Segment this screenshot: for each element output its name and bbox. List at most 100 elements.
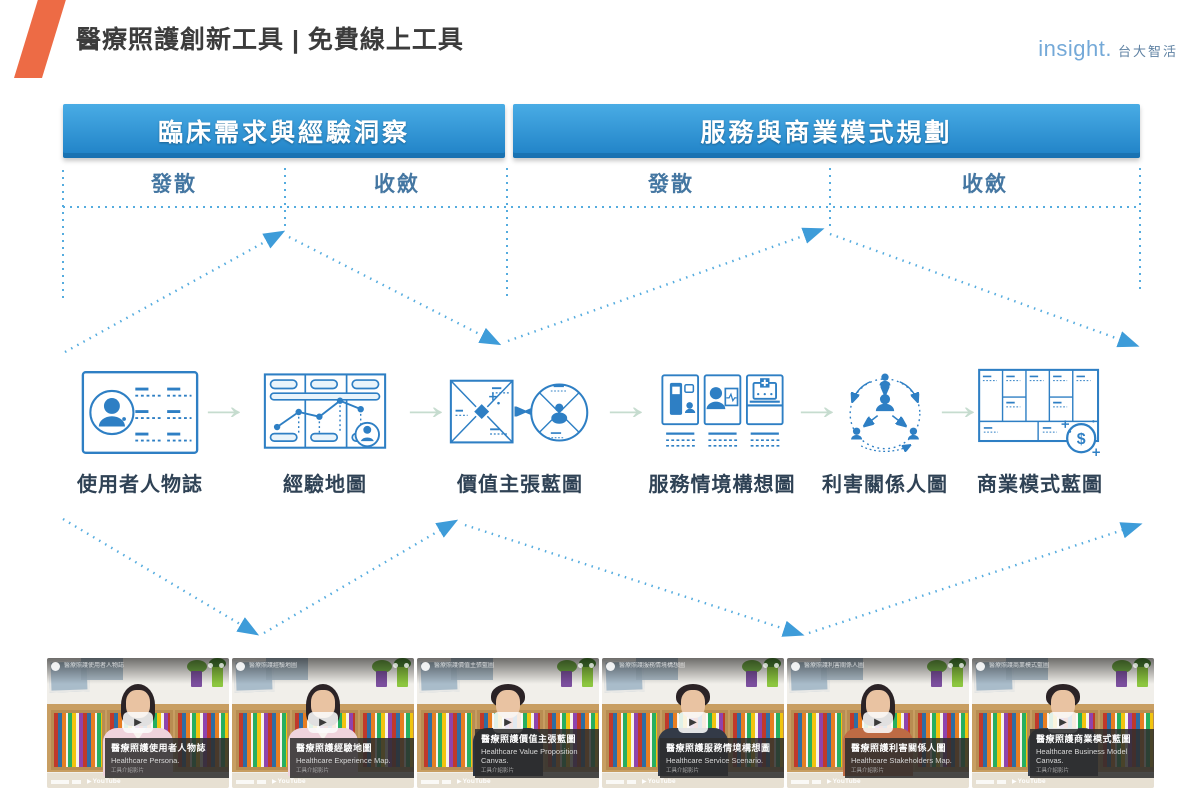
flow-arrow-icon: → xyxy=(790,384,844,428)
tool-business-model-canvas: $ 商業模式藍圖 xyxy=(977,366,1103,497)
phase-label-converge-1: 收斂 xyxy=(374,173,420,196)
player-bar: ▶ YouTube xyxy=(791,778,861,785)
tool-label: 價值主張藍圖 xyxy=(457,474,583,496)
persona-card-icon xyxy=(77,366,203,458)
video-caption: 醫療照護商業模式藍圖 Healthcare Business Model Can… xyxy=(1030,729,1154,778)
channel-avatar xyxy=(976,662,985,671)
watch-later-icon[interactable] xyxy=(578,663,583,668)
player-bar: ▶ YouTube xyxy=(976,778,1046,785)
video-title-zh: 醫療照護經驗地圖 xyxy=(296,743,373,753)
play-button[interactable]: ▶ xyxy=(308,712,338,733)
video-thumbnail-experience-map[interactable]: 醫療照護經驗地圖 ▶ 醫療照護經驗地圖 Healthcare Experienc… xyxy=(232,658,414,788)
tool-value-proposition: 價值主張藍圖 xyxy=(449,366,591,497)
tool-label: 利害關係人圖 xyxy=(822,474,948,496)
play-button[interactable]: ▶ xyxy=(678,712,708,733)
video-thumbnail-business-model[interactable]: 醫療照護商業模式藍圖 ▶ 醫療照護商業模式藍圖 Healthcare Busin… xyxy=(972,658,1154,788)
video-caption: 醫療照護服務情境構想圖 Healthcare Service Scenario.… xyxy=(660,738,784,778)
channel-avatar xyxy=(606,662,615,671)
value-proposition-icon xyxy=(449,366,591,458)
share-icon[interactable] xyxy=(1144,663,1149,668)
share-icon[interactable] xyxy=(959,663,964,668)
youtube-logo[interactable]: ▶ YouTube xyxy=(272,778,306,785)
video-caption: 醫療照護使用者人物誌 Healthcare Persona. 工具介紹影片 xyxy=(105,738,229,778)
player-bar: ▶ YouTube xyxy=(421,778,491,785)
tool-label: 商業模式藍圖 xyxy=(977,474,1103,496)
video-subtitle: 工具介紹影片 xyxy=(111,768,145,774)
player-bar: ▶ YouTube xyxy=(51,778,121,785)
play-button[interactable]: ▶ xyxy=(1048,712,1078,733)
play-button[interactable]: ▶ xyxy=(863,712,893,733)
video-title-overlay: 醫療照護使用者人物誌 xyxy=(64,663,125,669)
phase-label-converge-2: 收斂 xyxy=(962,173,1008,196)
video-title-zh: 醫療照護利害關係人圖 xyxy=(851,743,947,753)
flow-arrow-icon: → xyxy=(197,384,251,428)
video-thumbnail-service-scenario[interactable]: 醫療照護服務情境構想圖 ▶ 醫療照護服務情境構想圖 Healthcare Ser… xyxy=(602,658,784,788)
experience-map-icon xyxy=(263,366,387,458)
tool-label: 服務情境構想圖 xyxy=(648,474,796,496)
video-title-overlay: 醫療照護商業模式藍圖 xyxy=(989,663,1050,669)
youtube-logo[interactable]: ▶ YouTube xyxy=(87,778,121,785)
phase-label-diverge-2: 發散 xyxy=(648,173,694,196)
section-banner-clinical-insight: 臨床需求與經驗洞察 xyxy=(63,104,505,158)
video-thumbnail-persona[interactable]: 醫療照護使用者人物誌 ▶ 醫療照護使用者人物誌 Healthcare Perso… xyxy=(47,658,229,788)
watch-later-icon[interactable] xyxy=(393,663,398,668)
video-caption: 醫療照護價值主張藍圖 Healthcare Value Proposition … xyxy=(475,729,599,778)
share-icon[interactable] xyxy=(774,663,779,668)
accent-slash-logo xyxy=(14,0,66,78)
youtube-logo[interactable]: ▶ YouTube xyxy=(642,778,676,785)
video-title-en: Healthcare Service Scenario. xyxy=(666,756,764,765)
share-icon[interactable] xyxy=(219,663,224,668)
video-title-overlay: 醫療照護利害關係人圖 xyxy=(804,663,865,669)
youtube-logo[interactable]: ▶ YouTube xyxy=(457,778,491,785)
tool-experience-map: 經驗地圖 xyxy=(263,366,387,497)
video-title-en: Healthcare Stakeholders Map. xyxy=(851,756,952,765)
video-subtitle: 工具介紹影片 xyxy=(666,768,700,774)
player-bar: ▶ YouTube xyxy=(606,778,676,785)
player-bar: ▶ YouTube xyxy=(236,778,306,785)
flow-arrow-icon: → xyxy=(599,384,653,428)
play-button[interactable]: ▶ xyxy=(493,712,523,733)
svg-text:$: $ xyxy=(1077,431,1086,448)
video-caption: 醫療照護利害關係人圖 Healthcare Stakeholders Map. … xyxy=(845,738,969,778)
section-banner-business-planning: 服務與商業模式規劃 xyxy=(513,104,1140,158)
video-title-zh: 醫療照護價值主張藍圖 xyxy=(481,734,577,744)
brand-org: 台大智活 xyxy=(1117,44,1178,59)
play-button[interactable]: ▶ xyxy=(123,712,153,733)
service-scenario-icon xyxy=(649,366,796,458)
watch-later-icon[interactable] xyxy=(948,663,953,668)
business-model-canvas-icon: $ xyxy=(977,366,1103,458)
video-title-zh: 醫療照護商業模式藍圖 xyxy=(1036,734,1132,744)
page-title: 醫療照護創新工具 | 免費線上工具 xyxy=(76,26,464,54)
section-banner-label: 服務與商業模式規劃 xyxy=(700,119,953,147)
video-title-zh: 醫療照護服務情境構想圖 xyxy=(666,743,771,753)
watch-later-icon[interactable] xyxy=(763,663,768,668)
share-icon[interactable] xyxy=(589,663,594,668)
video-title-overlay: 醫療照護價值主張藍圖 xyxy=(434,663,495,669)
stakeholders-map-icon xyxy=(822,366,948,458)
watch-later-icon[interactable] xyxy=(1133,663,1138,668)
flow-arrow-icon: → xyxy=(931,384,985,428)
channel-avatar xyxy=(51,662,60,671)
youtube-logo[interactable]: ▶ YouTube xyxy=(827,778,861,785)
video-thumbnail-value-proposition[interactable]: 醫療照護價值主張藍圖 ▶ 醫療照護價值主張藍圖 Healthcare Value… xyxy=(417,658,599,788)
watch-later-icon[interactable] xyxy=(208,663,213,668)
tool-label: 使用者人物誌 xyxy=(77,474,203,496)
video-thumbnail-stakeholders-map[interactable]: 醫療照護利害關係人圖 ▶ 醫療照護利害關係人圖 Healthcare Stake… xyxy=(787,658,969,788)
channel-avatar xyxy=(421,662,430,671)
section-banner-label: 臨床需求與經驗洞察 xyxy=(157,119,410,147)
video-title-zh: 醫療照護使用者人物誌 xyxy=(111,743,207,753)
youtube-logo[interactable]: ▶ YouTube xyxy=(1012,778,1046,785)
share-icon[interactable] xyxy=(404,663,409,668)
video-subtitle: 工具介紹影片 xyxy=(1036,768,1070,774)
video-title-en: Healthcare Persona. xyxy=(111,756,180,765)
tool-user-persona: 使用者人物誌 xyxy=(77,366,203,497)
video-subtitle: 工具介紹影片 xyxy=(851,768,885,774)
video-title-en: Healthcare Business Model Canvas. xyxy=(1036,747,1128,765)
video-title-overlay: 醫療照護服務情境構想圖 xyxy=(619,663,686,669)
tool-label: 經驗地圖 xyxy=(283,474,367,496)
video-title-en: Healthcare Value Proposition Canvas. xyxy=(481,747,578,765)
channel-avatar xyxy=(236,662,245,671)
video-subtitle: 工具介紹影片 xyxy=(481,768,515,774)
channel-avatar xyxy=(791,662,800,671)
